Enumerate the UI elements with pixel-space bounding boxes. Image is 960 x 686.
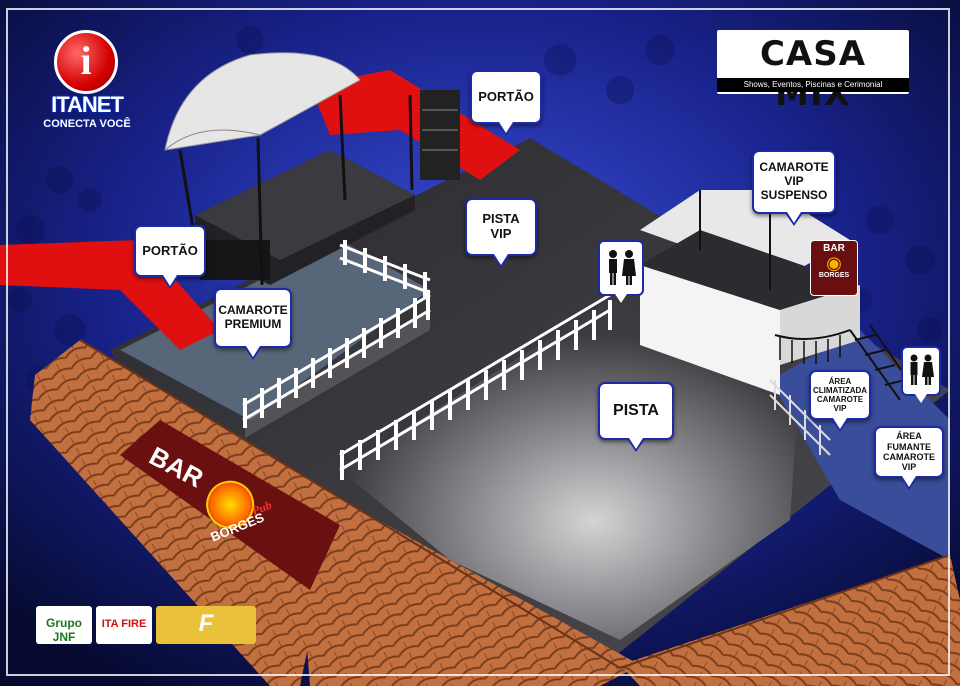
camarote-vip-line3: SUSPENSO — [761, 189, 828, 203]
area-climatizada-line2: CLIMATIZADA — [813, 386, 867, 395]
casamix-name: CASA MIX — [717, 34, 909, 114]
area-fumante-line3: CAMAROTE VIP — [876, 452, 942, 473]
area-climatizada-line1: ÁREA — [829, 377, 852, 386]
casamix-tagline: Shows, Eventos, Piscinas e Cerimonial — [717, 78, 909, 92]
callout-restroom-center — [598, 240, 644, 296]
itanet-name: ITANET — [32, 92, 142, 118]
callout-pista-vip: PISTA VIP — [465, 198, 537, 256]
callout-portao-top: PORTÃO — [470, 70, 542, 124]
bar-pub-small-logo: BAR ◉ BORGES — [810, 240, 858, 296]
callout-pista: PISTA — [598, 382, 674, 440]
callout-camarote-premium: CAMAROTE PREMIUM — [214, 288, 292, 348]
restroom-icon — [903, 348, 939, 394]
callout-camarote-vip-suspenso: CAMAROTE VIP SUSPENSO — [752, 150, 836, 214]
pista-vip-line2: VIP — [491, 227, 512, 242]
flame-icon: ◉ — [811, 254, 857, 272]
casamix-logo: CASA MIX Shows, Eventos, Piscinas e Ceri… — [717, 30, 909, 94]
info-icon: i — [54, 30, 118, 94]
camarote-premium-line2: PREMIUM — [225, 318, 282, 332]
area-fumante-line1: ÁREA — [896, 431, 922, 441]
camarote-vip-line2: VIP — [784, 175, 803, 189]
pista-vip-line1: PISTA — [482, 212, 519, 227]
camarote-vip-line1: CAMAROTE — [759, 161, 828, 175]
sponsor-f-text: F — [156, 610, 256, 638]
portao-left-label: PORTÃO — [142, 244, 198, 259]
area-fumante-line2: FUMANTE — [887, 442, 931, 452]
portao-top-label: PORTÃO — [478, 90, 534, 105]
callout-restroom-right — [901, 346, 941, 396]
sponsor-jnf-text: Grupo JNF — [36, 616, 92, 644]
area-climatizada-line3: CAMAROTE VIP — [811, 395, 869, 413]
restroom-icon — [600, 242, 642, 294]
itanet-tagline: CONECTA VOCÊ — [32, 118, 142, 130]
pub-small-name: BORGES — [811, 272, 857, 279]
sponsor-itafire-text: ITA FIRE — [96, 618, 152, 630]
pista-label: PISTA — [613, 402, 659, 420]
sponsor-itafire-logo: ITA FIRE — [96, 606, 152, 644]
callout-area-fumante: ÁREA FUMANTE CAMAROTE VIP — [874, 426, 944, 478]
sponsor-f-logo: F — [156, 606, 256, 644]
itanet-logo: i ITANET CONECTA VOCÊ — [32, 30, 142, 130]
camarote-premium-line1: CAMAROTE — [218, 304, 287, 318]
callout-area-climatizada: ÁREA CLIMATIZADA CAMAROTE VIP — [809, 370, 871, 420]
callout-portao-left: PORTÃO — [134, 225, 206, 277]
sponsor-jnf-logo: Grupo JNF — [36, 606, 92, 644]
